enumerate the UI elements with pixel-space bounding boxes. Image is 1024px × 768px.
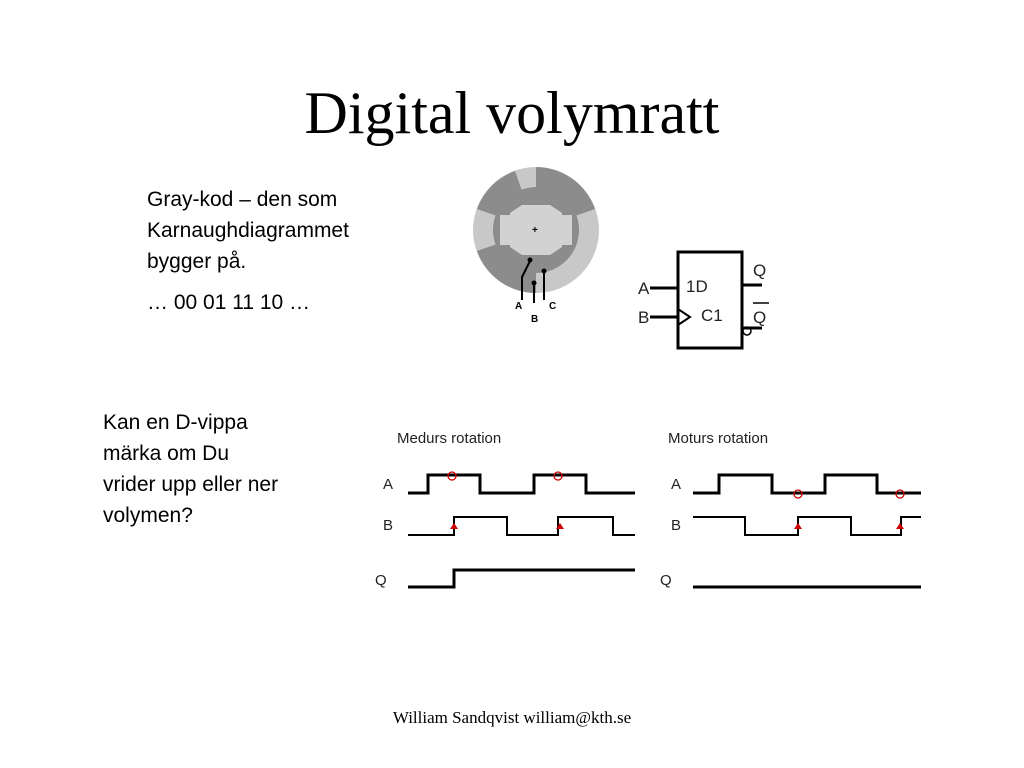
timing-cw-label-a: A bbox=[383, 476, 393, 493]
encoder-inner-right bbox=[558, 215, 572, 245]
encoder-label-a: A bbox=[515, 301, 522, 312]
clock-triangle bbox=[677, 308, 692, 326]
encoder-inner-left bbox=[500, 215, 514, 245]
question-line-2: märka om Du bbox=[103, 442, 230, 465]
encoder-outer-track-dark-3 bbox=[477, 171, 522, 216]
ff-c-label: C1 bbox=[701, 306, 723, 325]
encoder-outer-track-dark bbox=[536, 167, 595, 216]
ff-output-qbar: Q bbox=[753, 308, 766, 327]
timing-diagram-ccw: Moturs rotation A B Q bbox=[660, 430, 921, 589]
timing-cw-wave-a bbox=[408, 473, 635, 495]
question-text: Kan en D-vippa märka om Du vrider upp el… bbox=[103, 407, 333, 531]
question-line-3: vrider upp eller ner bbox=[103, 473, 279, 496]
timing-ccw-label-a: A bbox=[671, 476, 681, 493]
timing-cw-wave-q bbox=[408, 568, 635, 589]
gray-sequence: … 00 01 11 10 … bbox=[147, 291, 311, 314]
intro-line-3: bygger på. bbox=[147, 250, 247, 273]
encoder-label-c: C bbox=[549, 301, 556, 312]
timing-ccw-marker-b2 bbox=[896, 523, 904, 529]
timing-diagram-cw: Medurs rotation A B Q bbox=[375, 430, 635, 589]
timing-cw-marker-b2 bbox=[556, 523, 564, 529]
timing-cw-wave-b bbox=[408, 516, 635, 536]
timing-ccw-marker-b1 bbox=[794, 523, 802, 529]
encoder-inner-shape bbox=[510, 205, 562, 255]
gray-code-text: Gray-kod – den som Karnaughdiagrammet by… bbox=[147, 184, 407, 318]
timing-ccw-marker-a1 bbox=[793, 489, 803, 499]
intro-line-2: Karnaughdiagrammet bbox=[147, 219, 349, 242]
timing-cw-marker-b1 bbox=[450, 523, 458, 529]
timing-cw-marker-a1 bbox=[447, 471, 457, 481]
slide-title: Digital volymratt bbox=[304, 80, 720, 146]
encoder-center-mark: + bbox=[532, 225, 538, 236]
timing-ccw-wave-a bbox=[693, 473, 921, 495]
encoder-contact-dots bbox=[527, 257, 547, 286]
ff-output-q: Q bbox=[753, 261, 766, 280]
encoder-contacts bbox=[521, 260, 545, 303]
timing-ccw-label-b: B bbox=[671, 517, 681, 534]
timing-ccw-title: Moturs rotation bbox=[668, 430, 768, 447]
encoder-disk-diagram: + A B C bbox=[473, 167, 599, 325]
encoder-label-b: B bbox=[531, 314, 538, 325]
timing-cw-label-b: B bbox=[383, 517, 393, 534]
qbar-bubble bbox=[742, 326, 752, 336]
ff-input-b: B bbox=[638, 308, 649, 327]
question-line-1: Kan en D-vippa bbox=[103, 411, 248, 434]
timing-ccw-label-q: Q bbox=[660, 572, 672, 589]
timing-cw-title: Medurs rotation bbox=[397, 430, 501, 447]
timing-cw-label-q: Q bbox=[375, 572, 387, 589]
d-flipflop-symbol: A B 1D C1 Q Q bbox=[638, 250, 769, 350]
intro-line-1: Gray-kod – den som bbox=[147, 188, 338, 211]
question-line-4: volymen? bbox=[103, 504, 193, 527]
ff-d-label: 1D bbox=[686, 277, 708, 296]
timing-ccw-marker-a2 bbox=[895, 489, 905, 499]
slide-footer: William Sandqvist william@kth.se bbox=[392, 708, 632, 727]
flipflop-box bbox=[676, 250, 744, 350]
timing-cw-marker-a2 bbox=[553, 471, 563, 481]
ff-input-a: A bbox=[638, 279, 650, 298]
timing-ccw-wave-b bbox=[693, 516, 921, 536]
